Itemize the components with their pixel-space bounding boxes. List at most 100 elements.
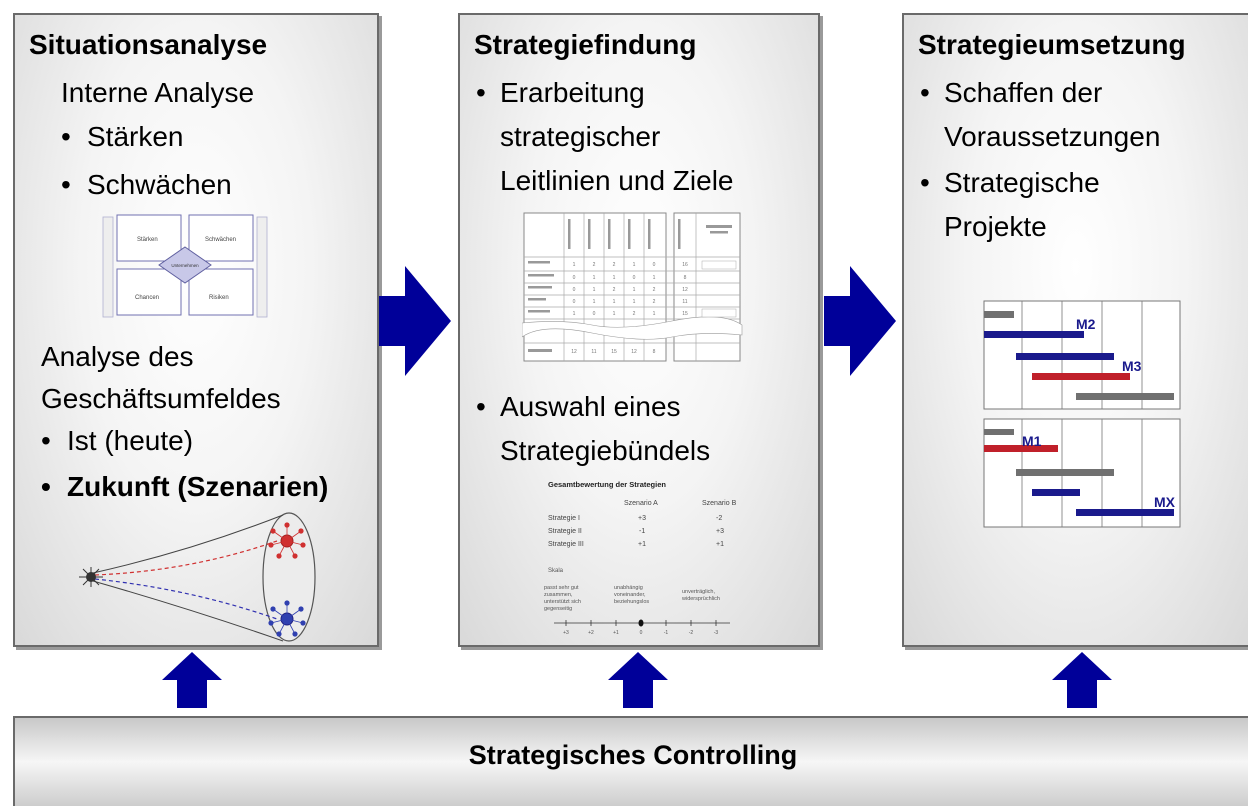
arrow-up-icon	[1052, 652, 1112, 708]
gantt-bar	[984, 445, 1058, 452]
erarbeitung-line2: strategischer	[500, 121, 661, 152]
svg-text:1: 1	[593, 275, 596, 281]
milestone-m3: M3	[1122, 358, 1142, 374]
analyse-umfeld-line2: Geschäftsumfeldes	[41, 383, 281, 414]
svg-text:2: 2	[653, 287, 656, 293]
swot-w-cell	[188, 214, 254, 262]
svg-text:+1: +1	[613, 630, 619, 636]
swot-s-label: Stärken	[137, 237, 158, 243]
start-node-icon	[79, 567, 103, 587]
arrow-up-icon	[608, 652, 668, 708]
gantt-bar	[984, 331, 1084, 338]
svg-text:0: 0	[573, 287, 576, 293]
svg-text:12: 12	[682, 287, 688, 293]
svg-text:2: 2	[613, 287, 616, 293]
svg-text:1: 1	[653, 311, 656, 317]
svg-text:-2: -2	[689, 630, 694, 636]
funnel-upper-edge	[92, 514, 284, 574]
svg-text:11: 11	[682, 299, 687, 305]
svg-text:1: 1	[613, 299, 616, 305]
strategiefindung-panel: Strategiefindung • Erarbeitung strategis…	[458, 13, 820, 647]
svg-text:16: 16	[682, 262, 688, 268]
svg-text:+1: +1	[638, 541, 646, 548]
svg-text:2: 2	[653, 299, 656, 305]
swot-w-label: Schwächen	[205, 237, 236, 243]
funnel-red-path	[94, 540, 278, 576]
svg-text:-1: -1	[664, 630, 669, 636]
svg-text:12: 12	[571, 349, 577, 355]
gesamtbewertung-title: Gesamtbewertung der Strategien	[548, 480, 666, 489]
gantt-bar	[984, 429, 1014, 435]
svg-text:+3: +3	[563, 630, 569, 636]
svg-text:8: 8	[653, 349, 656, 355]
svg-text:unverträglich,: unverträglich,	[682, 589, 715, 595]
svg-text:2: 2	[593, 262, 596, 268]
skala-label: Skala	[548, 568, 564, 574]
arrow-right-icon	[379, 266, 451, 376]
svg-text:-2: -2	[716, 515, 722, 522]
panel-title: Strategieumsetzung	[918, 29, 1186, 60]
swot-center-label: Unternehmen	[171, 263, 199, 268]
svg-text:0: 0	[573, 299, 576, 305]
schaffen-line2: Voraussetzungen	[944, 121, 1161, 152]
gantt-bar	[1076, 509, 1174, 516]
scale-marker	[638, 619, 644, 627]
swot-t-label: Risiken	[209, 295, 229, 301]
svg-text:+3: +3	[716, 528, 724, 535]
scenario-b-header: Szenario B	[702, 500, 737, 507]
svg-text:-1: -1	[639, 528, 645, 535]
svg-text:1: 1	[613, 275, 616, 281]
situationsanalyse-panel: Situationsanalyse Interne Analyse • Stär…	[13, 13, 379, 647]
svg-text:1: 1	[573, 311, 576, 317]
swot-o-label: Chancen	[135, 295, 159, 301]
swot-matrix-thumbnail: Stärken Schwächen Chancen Risiken Untern…	[102, 214, 268, 318]
analyse-umfeld-line1: Analyse des	[41, 341, 194, 372]
milestone-m2: M2	[1076, 316, 1096, 332]
scenario-funnel-diagram	[79, 512, 316, 642]
swot-o-cell	[116, 268, 182, 316]
scenario-a-node-icon	[268, 522, 306, 559]
svg-text:unterstützt sich: unterstützt sich	[544, 599, 581, 605]
gesamtbewertung-table: Gesamtbewertung der Strategien Szenario …	[544, 480, 737, 636]
swot-s-cell	[116, 214, 182, 262]
panel-title: Situationsanalyse	[29, 29, 268, 60]
gantt-bar	[1016, 469, 1114, 476]
projekte-line2: Projekte	[944, 211, 1047, 242]
auswahl-line2: Strategiebündels	[500, 435, 711, 466]
svg-text:1: 1	[633, 287, 636, 293]
svg-text:12: 12	[631, 349, 637, 355]
strategisches-controlling-bar: Strategisches Controlling	[13, 716, 1248, 806]
svg-text:-3: -3	[714, 630, 719, 636]
svg-text:15: 15	[611, 349, 617, 355]
arrow-up-icon	[162, 652, 222, 708]
svg-text:15: 15	[682, 311, 688, 317]
milestone-mx: MX	[1154, 494, 1176, 510]
arrow-right-icon	[824, 266, 896, 376]
svg-text:11: 11	[591, 349, 596, 355]
svg-text:0: 0	[593, 311, 596, 317]
svg-text:unabhängig: unabhängig	[614, 585, 643, 591]
funnel-blue-path	[94, 578, 278, 620]
svg-text:gegenseitig: gegenseitig	[544, 606, 572, 612]
svg-text:1: 1	[633, 262, 636, 268]
svg-text:0: 0	[640, 630, 643, 636]
milestone-m1: M1	[1022, 433, 1042, 449]
scenario-a-header: Szenario A	[624, 500, 658, 507]
swot-t-cell	[188, 268, 254, 316]
gantt-bar	[1016, 353, 1114, 360]
svg-text:1: 1	[593, 287, 596, 293]
funnel-lower-edge	[92, 580, 284, 642]
svg-text:2: 2	[613, 262, 616, 268]
row-strategie-2: Strategie II	[548, 528, 582, 535]
interne-analyse-label: Interne Analyse	[61, 77, 255, 108]
svg-text:0: 0	[653, 262, 656, 268]
gantt-bar	[1032, 489, 1080, 496]
svg-text:+3: +3	[638, 515, 646, 522]
swot-center-diamond	[158, 246, 212, 284]
gantt-bar	[1076, 393, 1174, 400]
row-strategie-1: Strategie I	[548, 515, 580, 522]
svg-text:zusammen,: zusammen,	[544, 592, 573, 598]
svg-text:0: 0	[573, 275, 576, 281]
svg-text:2: 2	[633, 311, 636, 317]
